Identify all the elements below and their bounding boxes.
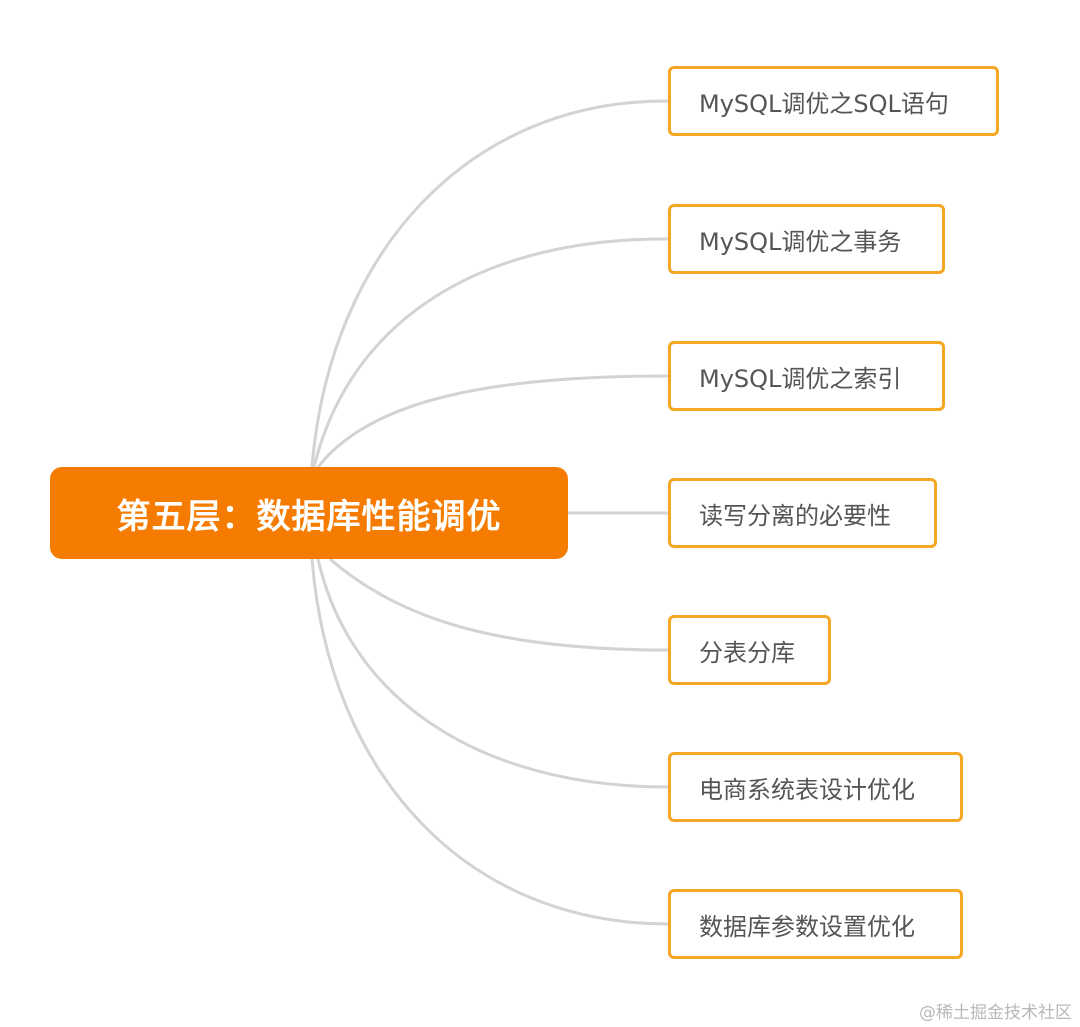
- root-node: 第五层：数据库性能调优: [50, 467, 568, 559]
- child-node-ecommerce-table-design: 电商系统表设计优化: [668, 752, 963, 822]
- child-node-label: 数据库参数设置优化: [699, 912, 915, 941]
- child-node-label: MySQL调优之SQL语句: [699, 89, 949, 118]
- connector-1: [312, 237, 669, 468]
- child-node-index: MySQL调优之索引: [668, 341, 945, 411]
- child-node-label: MySQL调优之事务: [699, 227, 902, 256]
- child-node-label: 电商系统表设计优化: [699, 775, 915, 804]
- connector-0: [310, 99, 669, 468]
- connector-2: [316, 374, 669, 468]
- connector-6: [310, 558, 669, 926]
- root-node-label: 第五层：数据库性能调优: [116, 496, 502, 537]
- child-node-read-write-split: 读写分离的必要性: [668, 478, 937, 548]
- child-node-sharding: 分表分库: [668, 615, 831, 685]
- child-node-label: 分表分库: [699, 638, 795, 667]
- child-node-transaction: MySQL调优之事务: [668, 204, 945, 274]
- child-node-sql: MySQL调优之SQL语句: [668, 66, 999, 136]
- child-node-label: 读写分离的必要性: [699, 501, 891, 530]
- connector-4: [329, 557, 669, 652]
- watermark: @稀土掘金技术社区: [919, 1003, 1072, 1023]
- connector-5: [316, 558, 669, 789]
- child-node-label: MySQL调优之索引: [699, 364, 902, 393]
- child-node-db-parameters: 数据库参数设置优化: [668, 889, 963, 959]
